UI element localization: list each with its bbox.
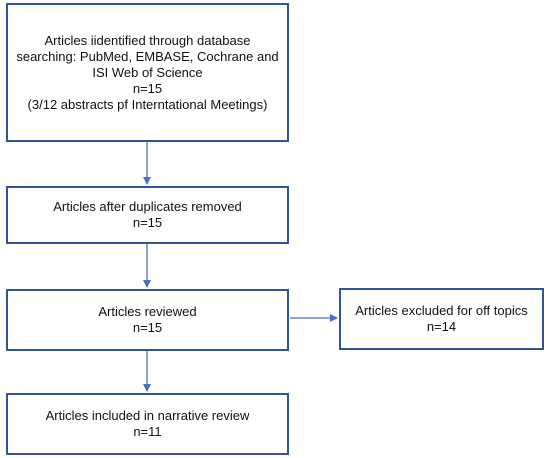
excluded-box: Articles excluded for off topics n=14 xyxy=(339,288,544,350)
duplicates-removed-label: Articles after duplicates removed xyxy=(53,199,242,214)
excluded-count: n=14 xyxy=(426,319,457,334)
identification-note: (3/12 abstracts pf Interntational Meetin… xyxy=(27,96,268,112)
excluded-label: Articles excluded for off topics xyxy=(355,303,528,318)
identification-count: n=15 xyxy=(132,80,163,96)
included-box: Articles included in narrative review n=… xyxy=(6,393,289,455)
reviewed-count: n=15 xyxy=(132,320,163,335)
identification-line-3: ISI Web of Science xyxy=(92,64,203,80)
identification-line-2: searching: PubMed, EMBASE, Cochrane and xyxy=(16,48,279,64)
reviewed-label: Articles reviewed xyxy=(98,304,197,319)
reviewed-box: Articles reviewed n=15 xyxy=(6,289,289,351)
identification-line-1: Articles iidentified through database xyxy=(44,32,251,48)
duplicates-removed-box: Articles after duplicates removed n=15 xyxy=(6,186,289,244)
identification-box: Articles iidentified through database se… xyxy=(6,3,289,142)
duplicates-removed-count: n=15 xyxy=(132,215,163,230)
included-label: Articles included in narrative review xyxy=(45,408,250,423)
included-count: n=11 xyxy=(133,424,162,439)
